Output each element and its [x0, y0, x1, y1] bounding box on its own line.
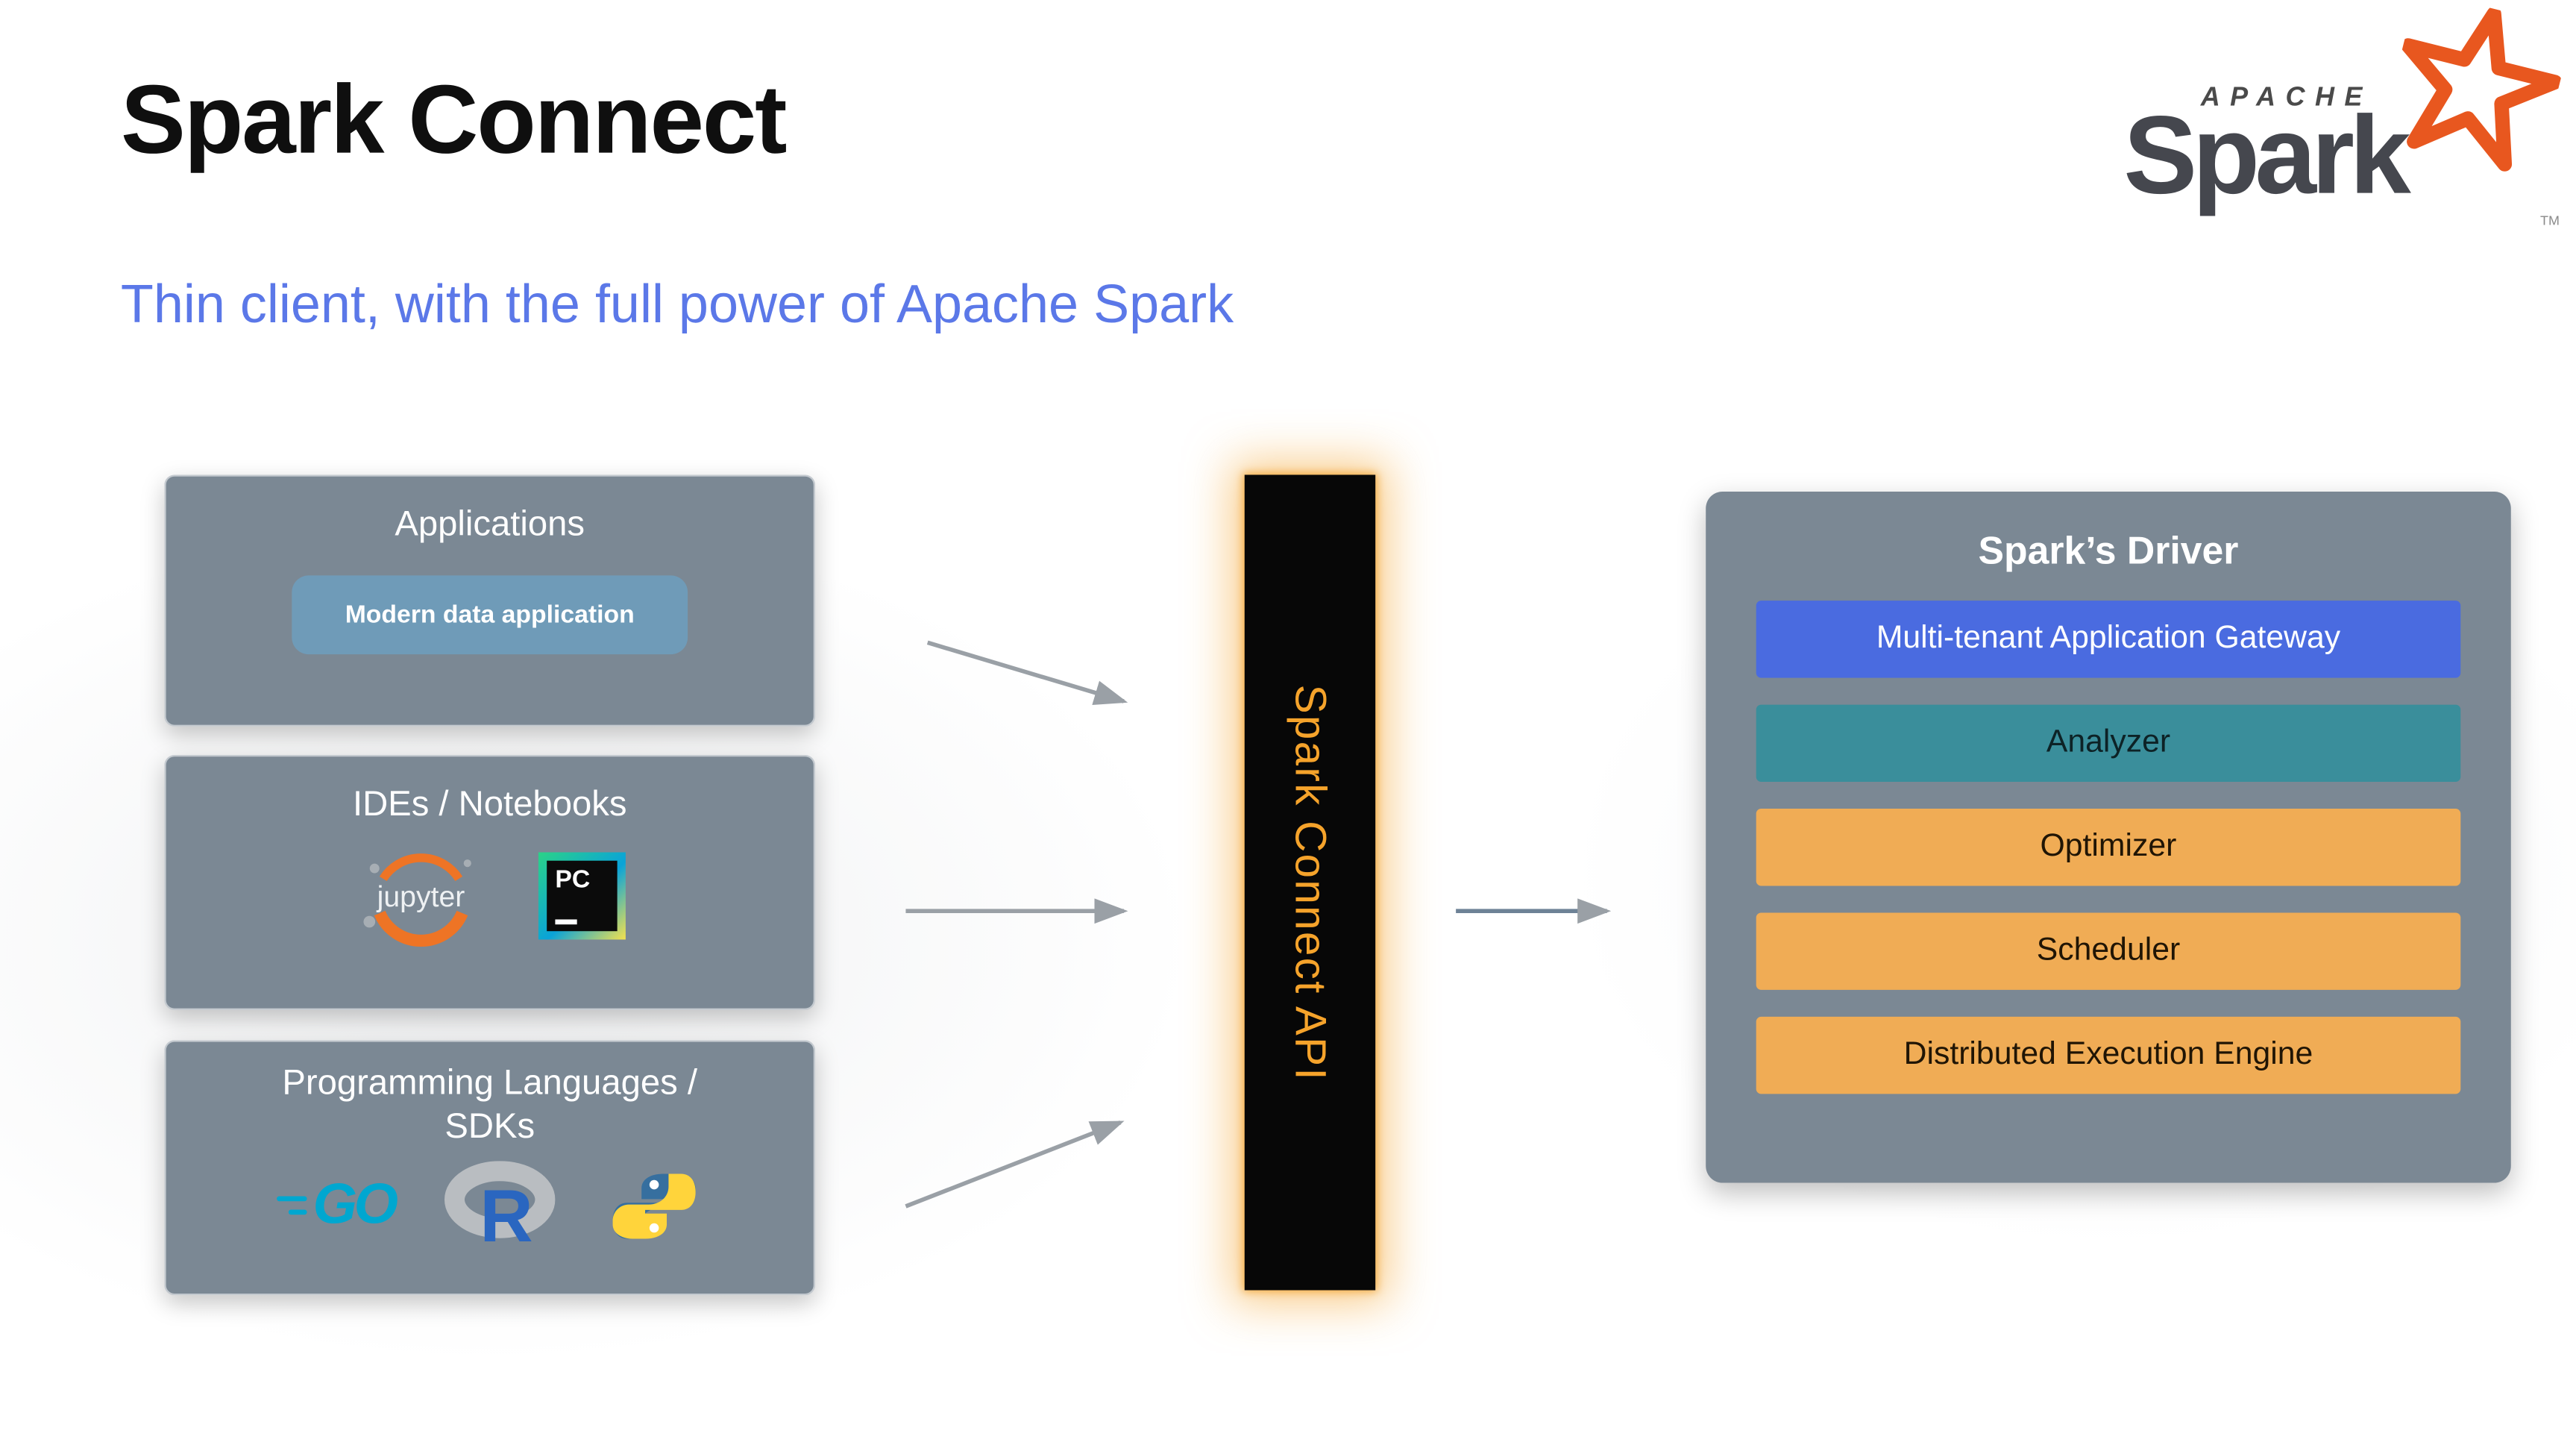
- languages-icons-row: GO R: [276, 1160, 703, 1251]
- go-speed-lines: [276, 1196, 307, 1215]
- go-label: GO: [312, 1173, 398, 1237]
- driver-row-scheduler: Scheduler: [1756, 912, 2461, 990]
- driver-rows: Multi-tenant Application Gateway Analyze…: [1756, 601, 2461, 1094]
- driver-row-optimizer: Optimizer: [1756, 809, 2461, 886]
- page-title: Spark Connect: [120, 65, 788, 175]
- ides-notebooks-title: IDEs / Notebooks: [352, 785, 627, 824]
- pycharm-underscore: [555, 920, 577, 925]
- logo-apache-text: APACHE: [2200, 84, 2372, 113]
- languages-sdks-title: Programming Languages / SDKs: [282, 1063, 697, 1147]
- r-label: R: [480, 1173, 533, 1250]
- logo-spark-wordmark: Spark: [2123, 92, 2411, 217]
- jupyter-logo-icon: jupyter: [363, 853, 471, 947]
- applications-panel: Applications Modern data application: [164, 474, 816, 727]
- driver-row-gateway: Multi-tenant Application Gateway: [1756, 601, 2461, 678]
- ides-notebooks-panel: IDEs / Notebooks jupyter PC: [164, 755, 816, 1010]
- spark-driver-title: Spark’s Driver: [1978, 528, 2239, 572]
- spark-star-icon: [2401, 6, 2563, 172]
- spark-connect-api-bar: Spark Connect API: [1244, 474, 1376, 1291]
- driver-row-execution-engine: Distributed Execution Engine: [1756, 1016, 2461, 1094]
- go-logo-icon: GO: [276, 1173, 398, 1238]
- languages-sdks-panel: Programming Languages / SDKs GO R: [164, 1040, 816, 1296]
- modern-data-application-chip: Modern data application: [291, 575, 688, 655]
- pycharm-logo-icon: PC: [538, 853, 626, 941]
- driver-row-analyzer: Analyzer: [1756, 704, 2461, 783]
- python-logo-icon: [613, 1173, 697, 1238]
- logo-trademark: TM: [2539, 213, 2560, 228]
- jupyter-label: jupyter: [377, 881, 465, 913]
- ides-icons-row: jupyter PC: [354, 841, 626, 951]
- spark-driver-panel: Spark’s Driver Multi-tenant Application …: [1706, 491, 2511, 1183]
- r-logo-icon: R: [445, 1160, 556, 1251]
- applications-title: Applications: [395, 504, 585, 544]
- page-subtitle: Thin client, with the full power of Apac…: [120, 273, 1234, 334]
- spark-connect-api-label: Spark Connect API: [1285, 683, 1336, 1082]
- apache-spark-logo: APACHE Spark TM: [2123, 6, 2563, 248]
